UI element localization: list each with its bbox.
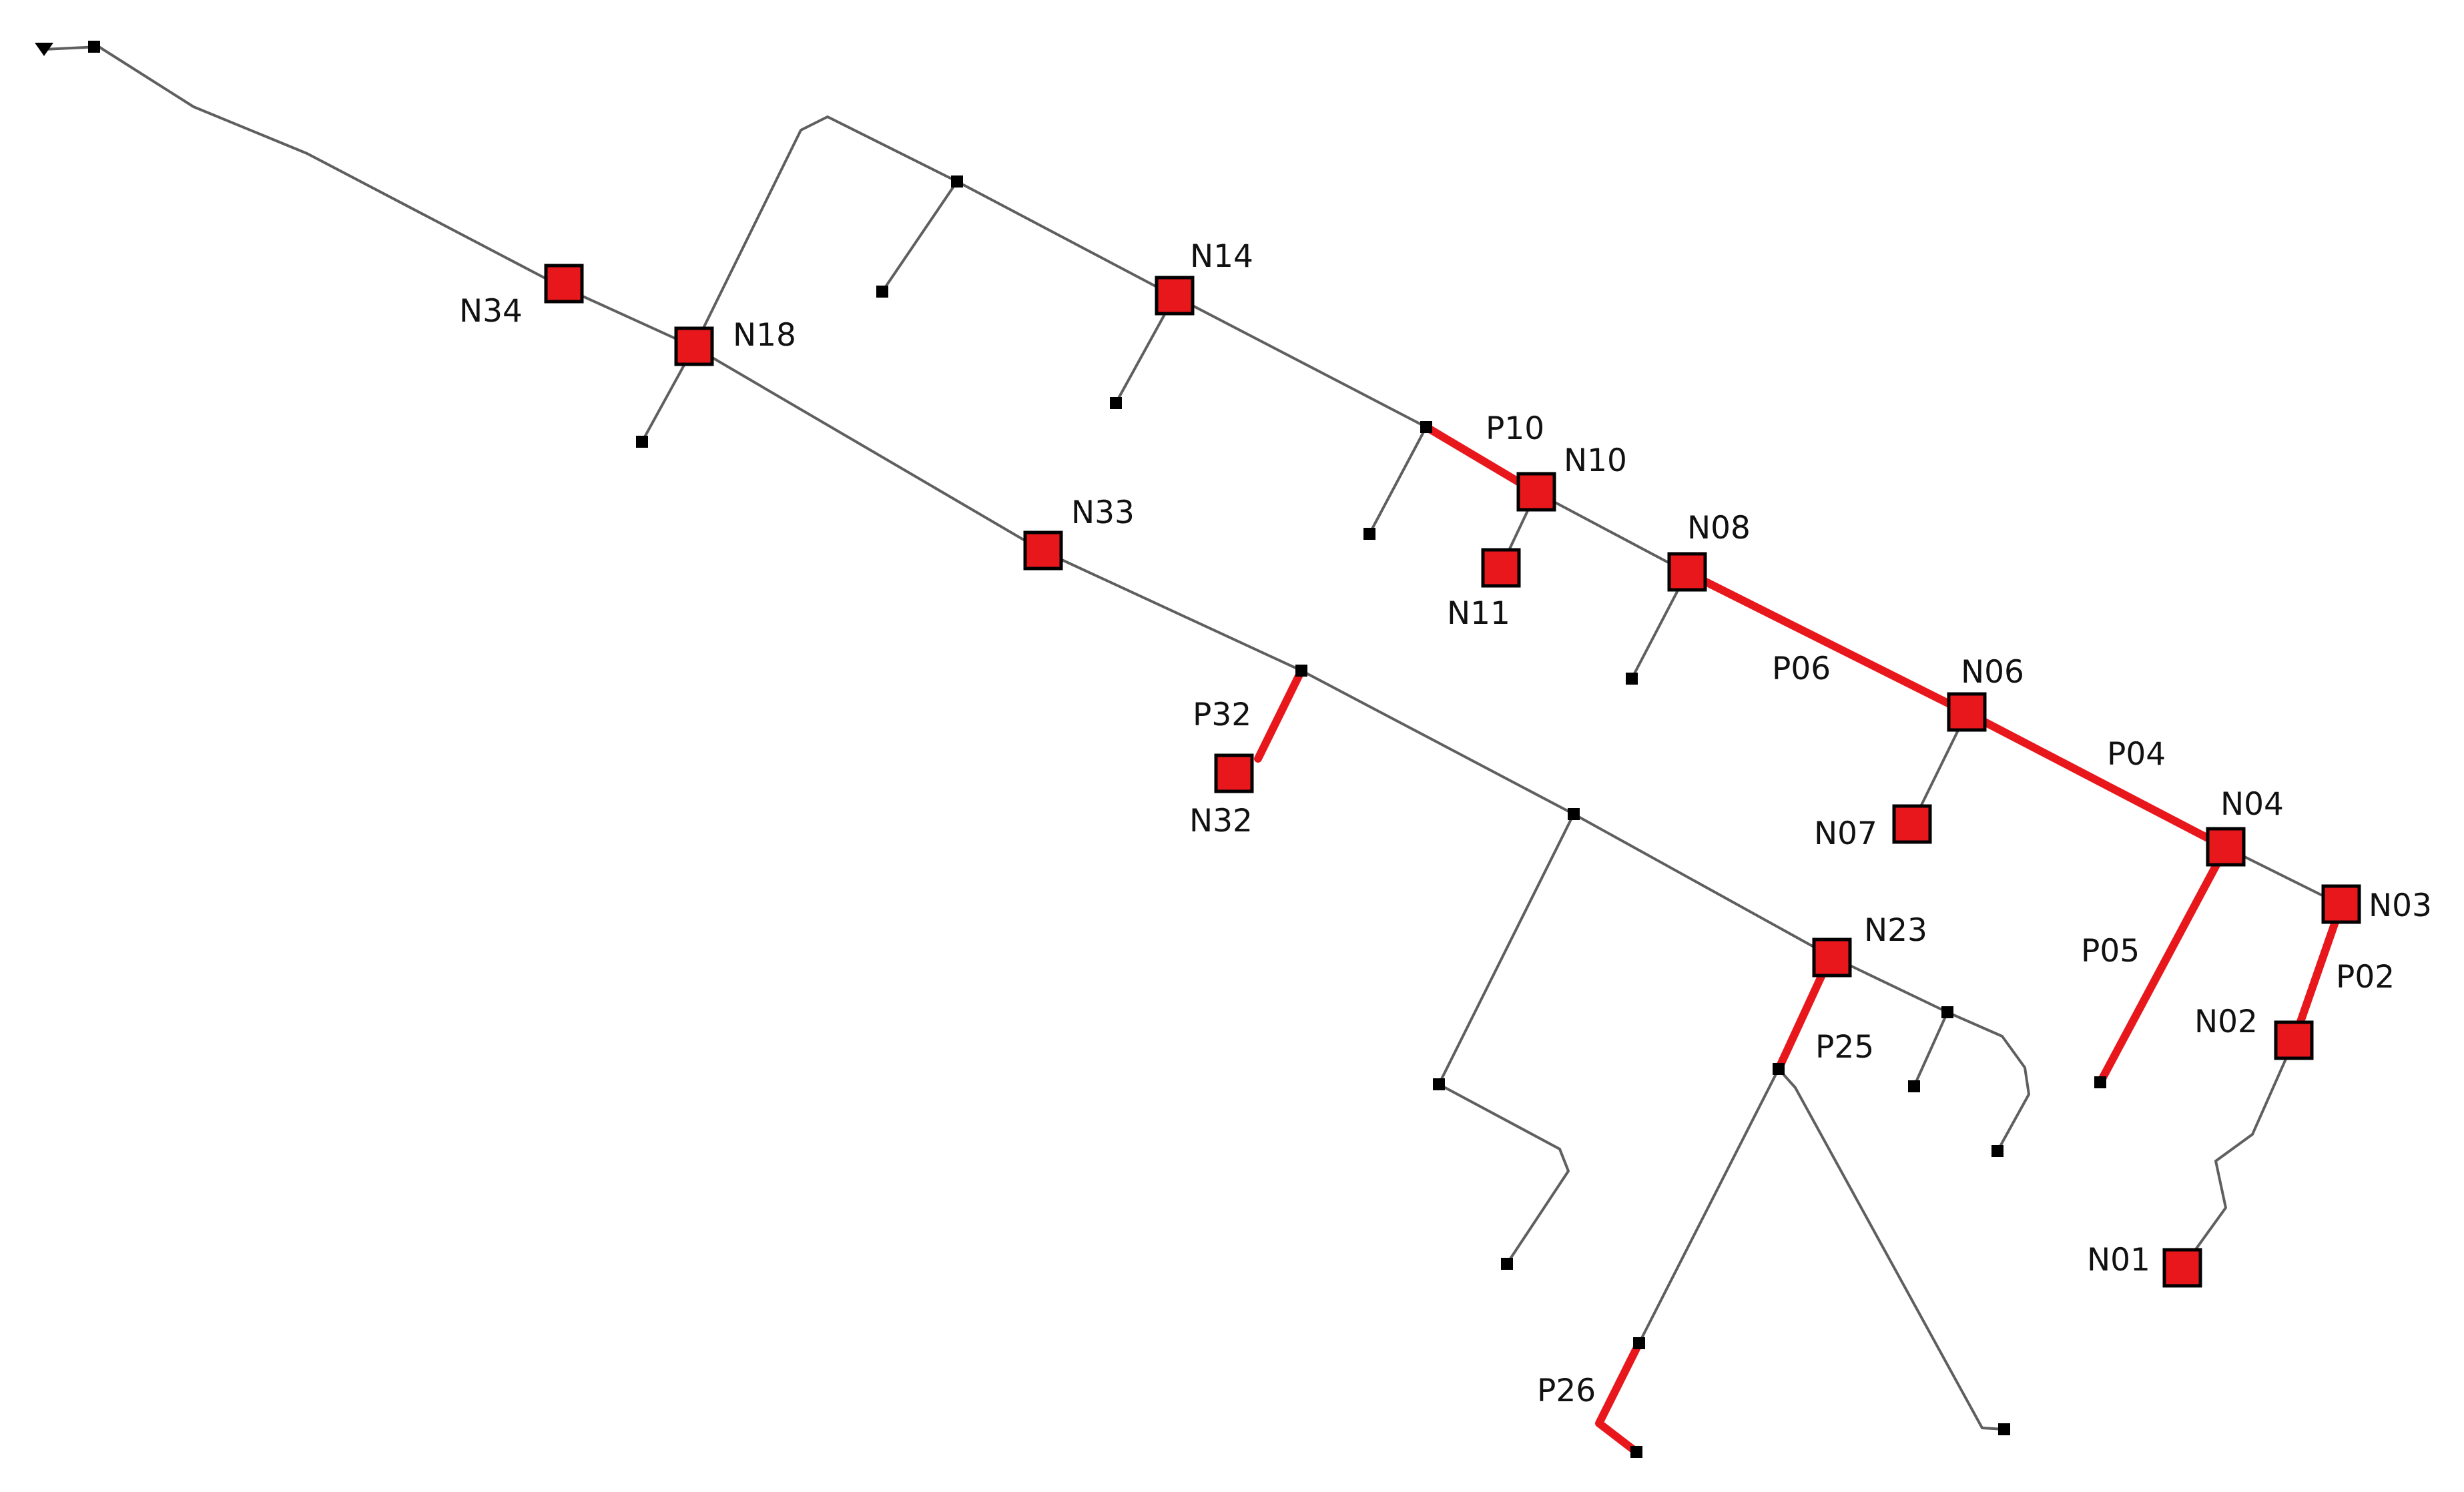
junction-marker[interactable] bbox=[1991, 1145, 2004, 1157]
junction-marker[interactable] bbox=[1420, 421, 1432, 433]
junction-marker[interactable] bbox=[1568, 808, 1580, 820]
junction-marker[interactable] bbox=[1501, 1258, 1513, 1270]
label-p32: P32 bbox=[1193, 697, 1251, 733]
node-n03[interactable] bbox=[2321, 884, 2361, 924]
junction-marker[interactable] bbox=[876, 286, 888, 298]
pipe-j4-south[interactable] bbox=[1638, 1068, 1780, 1345]
label-p04: P04 bbox=[2107, 736, 2166, 773]
label-n10: N10 bbox=[1564, 442, 1627, 479]
pipe-p04[interactable] bbox=[1963, 709, 2230, 851]
label-n02: N02 bbox=[2194, 1004, 2258, 1040]
label-p05: P05 bbox=[2081, 933, 2140, 970]
junction-marker[interactable] bbox=[1626, 673, 1638, 685]
label-p10: P10 bbox=[1486, 410, 1544, 447]
pipe-p26[interactable] bbox=[1595, 1339, 1643, 1456]
pipe-j2-n23[interactable] bbox=[1572, 813, 1832, 958]
junctions bbox=[88, 41, 2106, 1458]
junction-marker[interactable] bbox=[2094, 1076, 2106, 1088]
junction-marker[interactable] bbox=[1998, 1423, 2010, 1435]
junction-marker[interactable] bbox=[1773, 1063, 1785, 1075]
pipe-labels: P10 P06 P04 P05 P02 P32 P25 P26 bbox=[1193, 410, 2395, 1409]
pipe-loop-stub[interactable] bbox=[881, 180, 958, 293]
junction-marker[interactable] bbox=[88, 41, 100, 53]
pipe-p02[interactable] bbox=[2290, 901, 2345, 1045]
label-n08: N08 bbox=[1687, 510, 1751, 546]
node-n23[interactable] bbox=[1812, 938, 1852, 978]
junction-marker[interactable] bbox=[1908, 1080, 1920, 1092]
highlighted-pipes bbox=[1254, 423, 2345, 1456]
node-n14[interactable] bbox=[1155, 276, 1195, 316]
label-p26: P26 bbox=[1537, 1373, 1596, 1409]
junction-marker[interactable] bbox=[1110, 397, 1122, 409]
junction-marker[interactable] bbox=[1630, 1446, 1642, 1458]
label-n23: N23 bbox=[1864, 912, 1927, 949]
pipe-j3-stub[interactable] bbox=[1913, 1011, 1949, 1088]
label-n14: N14 bbox=[1190, 238, 1253, 275]
label-n07: N07 bbox=[1814, 815, 1877, 852]
node-n06[interactable] bbox=[1947, 692, 1987, 732]
junction-marker[interactable] bbox=[1363, 528, 1375, 540]
label-p25: P25 bbox=[1815, 1029, 1874, 1066]
label-n32: N32 bbox=[1189, 803, 1253, 839]
label-p06: P06 bbox=[1772, 651, 1831, 687]
pipe-j-j2[interactable] bbox=[1300, 669, 1575, 815]
pipe-j4-east[interactable] bbox=[1777, 1068, 2006, 1431]
pipe-n14-j[interactable] bbox=[1173, 295, 1428, 428]
pipe-n02-n01[interactable] bbox=[2181, 1040, 2295, 1269]
node-n02[interactable] bbox=[2274, 1020, 2314, 1060]
pipe-loop-n14[interactable] bbox=[956, 180, 1176, 298]
pipe-j-stub[interactable] bbox=[1368, 426, 1428, 535]
junction-marker[interactable] bbox=[636, 436, 648, 448]
node-n10[interactable] bbox=[1516, 472, 1556, 512]
pipe-n18-loop[interactable] bbox=[693, 115, 958, 348]
node-n33[interactable] bbox=[1023, 530, 1063, 571]
label-n04: N04 bbox=[2220, 786, 2284, 823]
pipe-j-south[interactable] bbox=[1438, 813, 1575, 1265]
pipe-p06[interactable] bbox=[1683, 569, 1971, 717]
label-n11: N11 bbox=[1447, 595, 1510, 632]
node-n04[interactable] bbox=[2206, 827, 2246, 867]
label-n34: N34 bbox=[459, 293, 523, 330]
node-n08[interactable] bbox=[1667, 552, 1707, 592]
node-n07[interactable] bbox=[1892, 804, 1932, 844]
node-n01[interactable] bbox=[2162, 1248, 2202, 1288]
node-n11[interactable] bbox=[1481, 548, 1521, 588]
pipe-n10-n08[interactable] bbox=[1535, 491, 1688, 574]
label-n06: N06 bbox=[1961, 654, 2024, 691]
highlighted-nodes bbox=[544, 264, 2361, 1288]
label-n33: N33 bbox=[1071, 494, 1135, 531]
pipe-j3-bend[interactable] bbox=[1946, 1011, 2030, 1152]
node-n34[interactable] bbox=[544, 264, 584, 304]
label-n03: N03 bbox=[2369, 887, 2432, 924]
label-n18: N18 bbox=[733, 317, 796, 354]
junction-marker[interactable] bbox=[951, 175, 963, 188]
pipe-n18-n33[interactable] bbox=[693, 346, 1044, 552]
pipe-p05[interactable] bbox=[2096, 843, 2230, 1086]
node-n18[interactable] bbox=[674, 326, 714, 366]
node-labels: N34 N18 N14 N33 N10 N11 N08 N06 N07 N04 … bbox=[459, 238, 2432, 1278]
reservoir-triangle-icon[interactable] bbox=[35, 43, 53, 56]
label-p02: P02 bbox=[2336, 959, 2395, 996]
junction-marker[interactable] bbox=[1295, 665, 1307, 677]
junction-marker[interactable] bbox=[1941, 1006, 1953, 1018]
pipe-source-n34[interactable] bbox=[43, 45, 561, 287]
junction-marker[interactable] bbox=[1633, 1337, 1645, 1349]
junction-marker[interactable] bbox=[1433, 1078, 1445, 1090]
node-n32[interactable] bbox=[1214, 753, 1254, 793]
label-n01: N01 bbox=[2087, 1242, 2150, 1278]
pipe-n33-j[interactable] bbox=[1042, 550, 1303, 672]
pipe-p32[interactable] bbox=[1254, 667, 1305, 763]
pipes bbox=[43, 45, 2343, 1431]
